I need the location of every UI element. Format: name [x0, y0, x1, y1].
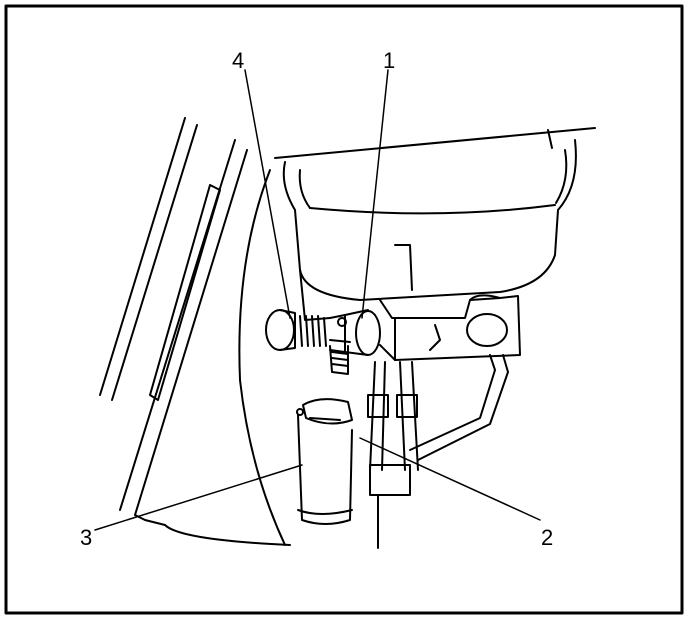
callout-1: 1 [383, 48, 395, 73]
callout-3: 3 [80, 525, 92, 550]
leader-lines [94, 69, 541, 531]
master-cylinder-body [299, 244, 521, 361]
callout-4: 4 [232, 48, 244, 73]
threaded-fitting [265, 309, 351, 375]
fender-panel [99, 117, 291, 546]
bleeder-bottle [296, 398, 353, 525]
callout-2: 2 [541, 525, 553, 550]
bleeder-fitting [329, 309, 381, 356]
reservoir [274, 127, 596, 301]
figure-border [4, 4, 684, 615]
brake-lines [367, 354, 509, 549]
